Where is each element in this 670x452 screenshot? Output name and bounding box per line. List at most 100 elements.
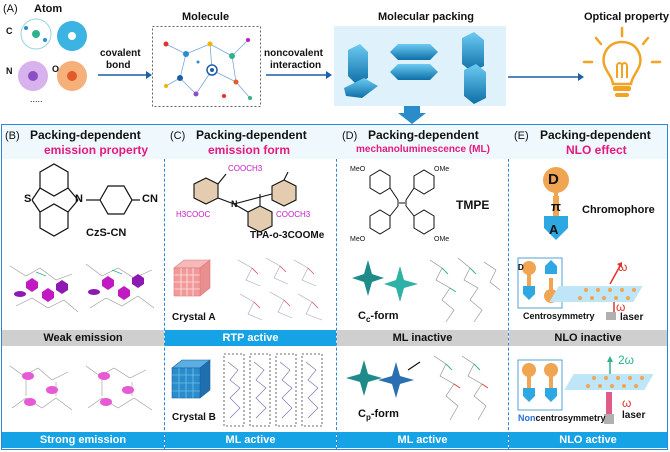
form-p-suffix: -form — [370, 408, 399, 420]
panel-e-title: Packing-dependent — [540, 128, 651, 142]
chromophore-shape — [543, 167, 569, 240]
form-c-main: C — [358, 310, 366, 322]
molecule-name-czs-cn: CzS-CN — [86, 227, 127, 239]
panel-d-bar-inactive: ML inactive — [337, 330, 508, 346]
panel-e-label: (E) — [514, 130, 529, 142]
panel-b-title: Packing-dependent — [30, 128, 141, 142]
atom-letter-n: N — [6, 66, 13, 76]
panels-header-band — [2, 125, 667, 159]
tmpe-ome-tr: OMe — [434, 166, 450, 173]
crystal-b-label: Crystal B — [172, 412, 216, 423]
panel-b-bar-strong: Strong emission — [2, 432, 164, 448]
noncentro-illustration — [517, 356, 654, 424]
tpa-structure — [193, 171, 297, 233]
chromophore-label: Chromophore — [582, 204, 655, 216]
atom-illustrations — [18, 18, 87, 91]
chromo-a: A — [549, 222, 559, 237]
centro-label: Centrosymmetry — [523, 311, 595, 321]
chromo-d: D — [548, 171, 559, 188]
noncentro-label: Noncentrosymmetry — [518, 413, 606, 423]
atom-letter-h: H — [52, 22, 59, 32]
molecule-name-tpa: TPA-o-3COOMe — [250, 230, 325, 241]
cc-form-packing — [429, 257, 501, 323]
panel-d-subtitle: mechanoluminescence (ML) — [356, 144, 490, 155]
atom-title: Atom — [34, 3, 63, 15]
omega-out-1: ω — [618, 260, 628, 274]
cc-form-stars — [352, 260, 418, 302]
laser-label-2: laser — [622, 410, 646, 421]
noncentro-rest: centrosymmetry — [535, 413, 606, 423]
packing-title: Molecular packing — [378, 11, 474, 23]
tmpe-meo-bl: MeO — [350, 236, 366, 243]
form-p-sub: p — [365, 413, 371, 423]
panel-a-label: (A) — [3, 3, 18, 15]
group-cn: CN — [142, 193, 158, 205]
form-c-suffix: -form — [370, 310, 399, 322]
crystal-a-packing — [237, 257, 323, 321]
tmpe-meo-tl: MeO — [350, 166, 366, 173]
form-p-main: C — [358, 408, 366, 420]
panel-d-bar-active: ML active — [337, 432, 508, 448]
panel-b-bar-weak: Weak emission — [2, 330, 164, 346]
strong-emission-packing — [9, 365, 153, 411]
panel-e-subtitle: NLO effect — [566, 143, 627, 157]
chromo-pi: π — [551, 199, 561, 214]
tpa-group-top: COOCH3 — [228, 164, 263, 173]
panel-e-bar-inactive: NLO inactive — [509, 330, 667, 346]
crystal-a-label: Crystal A — [172, 312, 216, 323]
panel-e-bar-active: NLO active — [509, 432, 667, 448]
noncovalent-arrow — [266, 71, 332, 79]
noncentro-prefix: Non — [518, 413, 536, 423]
panel-d-label: (D) — [342, 130, 358, 142]
divider-bc — [164, 124, 165, 450]
packing-shapes — [334, 26, 506, 106]
panel-c-subtitle: emission form — [208, 143, 291, 157]
crystal-a-cube — [173, 259, 211, 297]
tpa-group-right: COOCH3 — [276, 210, 311, 219]
molecule-network — [152, 26, 261, 107]
panel-b-subtitle: emission property — [44, 143, 149, 157]
optical-title: Optical property — [584, 11, 669, 23]
panel-b-label: (B) — [5, 130, 20, 142]
noncovalent-label-1: noncovalent — [264, 48, 323, 59]
crystal-b-packing — [223, 353, 323, 427]
atom-letter-o: O — [52, 64, 60, 74]
cp-form-packing — [433, 355, 489, 421]
molecule-name-tmpe: TMPE — [456, 198, 490, 212]
covalent-label-1: covalent — [100, 48, 141, 59]
tpa-group-left: H3COOC — [176, 210, 211, 219]
panel-c-bar-ml: ML active — [165, 432, 336, 448]
lightbulb-icon — [582, 26, 662, 97]
tmpe-structure — [369, 169, 435, 235]
two-omega-label: 2ω — [618, 353, 635, 367]
tmpe-ome-br: OMe — [434, 236, 450, 243]
form-c-sub: c — [365, 315, 371, 325]
centro-d-1: D — [518, 263, 524, 272]
divider-cd — [336, 124, 337, 450]
laser-label-1: laser — [620, 312, 644, 323]
omega-in-2: ω — [622, 396, 632, 410]
optical-arrow — [508, 73, 584, 81]
divider-de — [508, 124, 509, 450]
czs-cn-structure — [31, 163, 140, 237]
atom-n: N — [75, 193, 83, 205]
tpa-atom-n: N — [231, 199, 238, 209]
atom-letter-c: C — [6, 26, 13, 36]
panel-c-title: Packing-dependent — [196, 128, 307, 142]
centro-illustration — [517, 257, 643, 320]
crystal-b-cube — [171, 359, 211, 399]
atom-more: ..... — [30, 94, 43, 104]
down-arrow-icon — [398, 106, 426, 124]
atom-s: S — [24, 193, 32, 205]
panel-c-bar-rtp: RTP active — [165, 330, 336, 346]
form-p-label: Cp-form — [358, 408, 399, 422]
covalent-arrow — [98, 71, 152, 79]
cp-form-stars — [346, 360, 421, 398]
panel-c-label: (C) — [170, 130, 186, 142]
panel-d-title: Packing-dependent — [368, 128, 479, 142]
noncovalent-label-2: interaction — [270, 60, 322, 71]
omega-in-1: ω — [616, 300, 626, 314]
weak-emission-packing — [9, 263, 155, 313]
form-c-label: Cc-form — [358, 310, 399, 324]
molecule-title: Molecule — [182, 11, 230, 23]
